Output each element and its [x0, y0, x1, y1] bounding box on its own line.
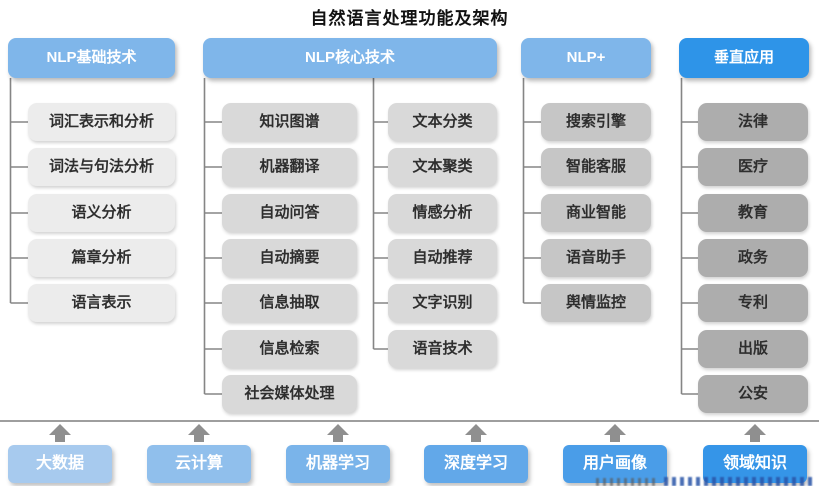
nlp-plus-item: 搜索引擎 — [541, 103, 651, 141]
up-arrow-icon — [465, 424, 487, 443]
up-arrow-icon — [49, 424, 71, 443]
diagram-title: 自然语言处理功能及架构 — [310, 9, 509, 28]
foundation-item: 用户画像 — [563, 445, 667, 483]
foundation-item: 深度学习 — [424, 445, 528, 483]
vertical-app-item: 公安 — [698, 375, 808, 413]
header-nlp-core: NLP核心技术 — [203, 38, 497, 78]
nlp-core-item: 机器翻译 — [222, 148, 357, 186]
header-nlp-plus: NLP+ — [521, 38, 651, 78]
up-arrow-icon — [744, 424, 766, 443]
nlp-core-item: 知识图谱 — [222, 103, 357, 141]
foundation-item: 云计算 — [147, 445, 251, 483]
nlp-core-item: 自动推荐 — [388, 239, 497, 277]
up-arrow-icon — [188, 424, 210, 443]
nlp-core-item: 文字识别 — [388, 284, 497, 322]
vertical-app-item: 教育 — [698, 194, 808, 232]
header-nlp-basic: NLP基础技术 — [8, 38, 175, 78]
vertical-app-item: 政务 — [698, 239, 808, 277]
nlp-core-item: 社会媒体处理 — [222, 375, 357, 413]
vertical-app-item: 医疗 — [698, 148, 808, 186]
up-arrow-icon — [327, 424, 349, 443]
nlp-basic-item: 词汇表示和分析 — [28, 103, 175, 141]
nlp-basic-item: 词法与句法分析 — [28, 148, 175, 186]
nlp-plus-item: 智能客服 — [541, 148, 651, 186]
foundation-separator-line — [0, 420, 819, 422]
nlp-core-item: 文本分类 — [388, 103, 497, 141]
foundation-item: 领域知识 — [703, 445, 807, 483]
vertical-app-item: 专利 — [698, 284, 808, 322]
nlp-basic-item: 语义分析 — [28, 194, 175, 232]
foundation-item: 机器学习 — [286, 445, 390, 483]
nlp-basic-item: 语言表示 — [28, 284, 175, 322]
nlp-core-item: 信息抽取 — [222, 284, 357, 322]
nlp-basic-item: 篇章分析 — [28, 239, 175, 277]
nlp-plus-item: 语音助手 — [541, 239, 651, 277]
watermark-partial — [664, 477, 812, 486]
vertical-app-item: 出版 — [698, 330, 808, 368]
nlp-core-item: 文本聚类 — [388, 148, 497, 186]
nlp-core-item: 情感分析 — [388, 194, 497, 232]
foundation-item: 大数据 — [8, 445, 112, 483]
nlp-core-item: 信息检索 — [222, 330, 357, 368]
nlp-core-item: 语音技术 — [388, 330, 497, 368]
vertical-app-item: 法律 — [698, 103, 808, 141]
nlp-core-item: 自动问答 — [222, 194, 357, 232]
up-arrow-icon — [604, 424, 626, 443]
nlp-plus-item: 商业智能 — [541, 194, 651, 232]
watermark-partial — [596, 478, 658, 486]
nlp-core-item: 自动摘要 — [222, 239, 357, 277]
nlp-plus-item: 舆情监控 — [541, 284, 651, 322]
header-vertical-apps: 垂直应用 — [679, 38, 809, 78]
